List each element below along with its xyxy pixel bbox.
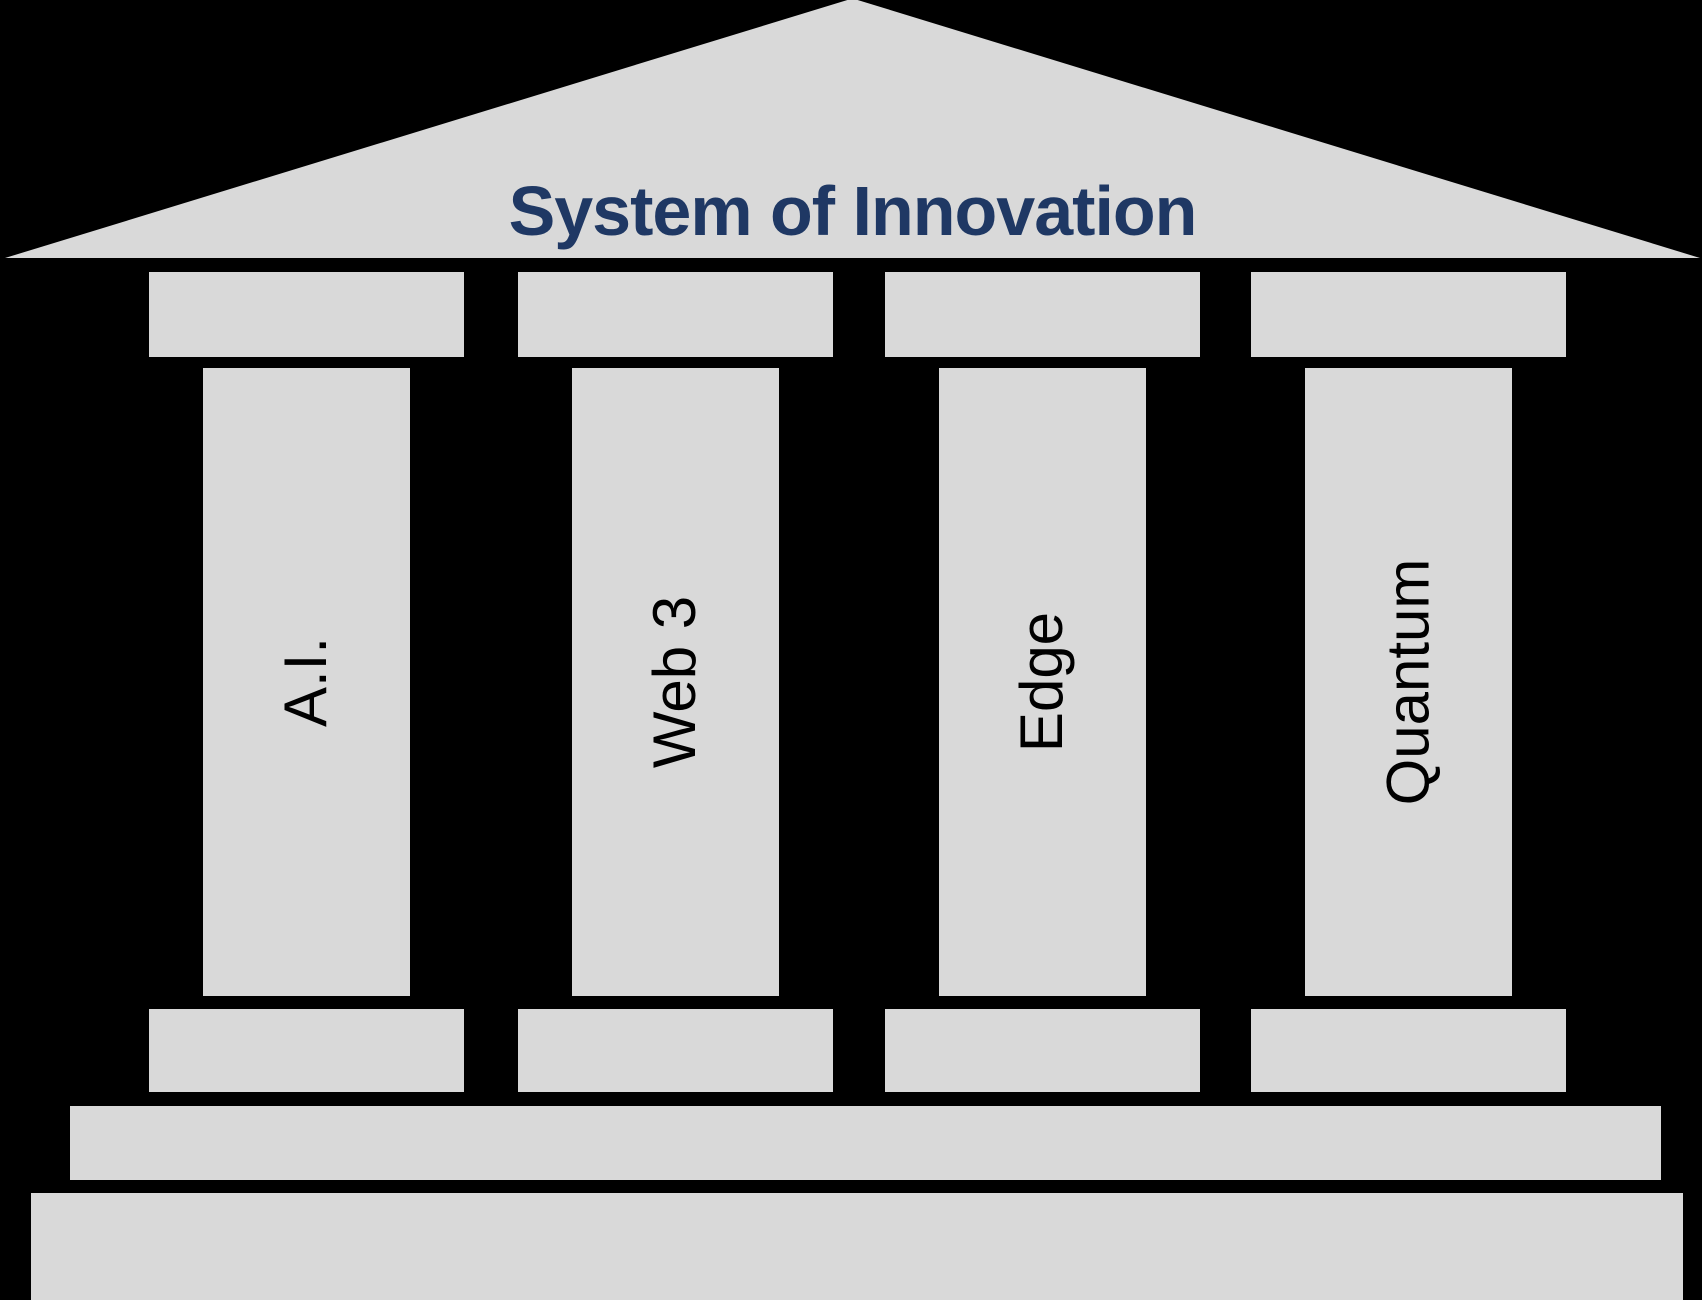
pillar-capital (518, 272, 833, 357)
diagram-title: System of Innovation (508, 172, 1198, 250)
pillar-capital (885, 272, 1200, 357)
pillar-shaft: Edge (939, 368, 1146, 996)
pillar-base (518, 1009, 833, 1092)
pillar-edge: Edge (885, 272, 1200, 1092)
pillar-shaft: Quantum (1305, 368, 1512, 996)
pillar-label: A.I. (272, 636, 340, 728)
pillar-base (149, 1009, 464, 1092)
pillar-ai: A.I. (149, 272, 464, 1092)
pillar-quantum: Quantum (1251, 272, 1566, 1092)
pediment-roof: System of Innovation (5, 0, 1700, 258)
pillar-label: Web 3 (641, 595, 709, 769)
pillar-label: Quantum (1374, 558, 1442, 806)
stylobate-step-lower (31, 1193, 1683, 1300)
pillar-label: Edge (1008, 611, 1076, 753)
pillar-base (1251, 1009, 1566, 1092)
pillar-capital (1251, 272, 1566, 357)
pillar-base (885, 1009, 1200, 1092)
stylobate-step-upper (70, 1106, 1661, 1180)
pillar-capital (149, 272, 464, 357)
pillar-shaft: Web 3 (572, 368, 779, 996)
pillar-web3: Web 3 (518, 272, 833, 1092)
pillar-shaft: A.I. (203, 368, 410, 996)
